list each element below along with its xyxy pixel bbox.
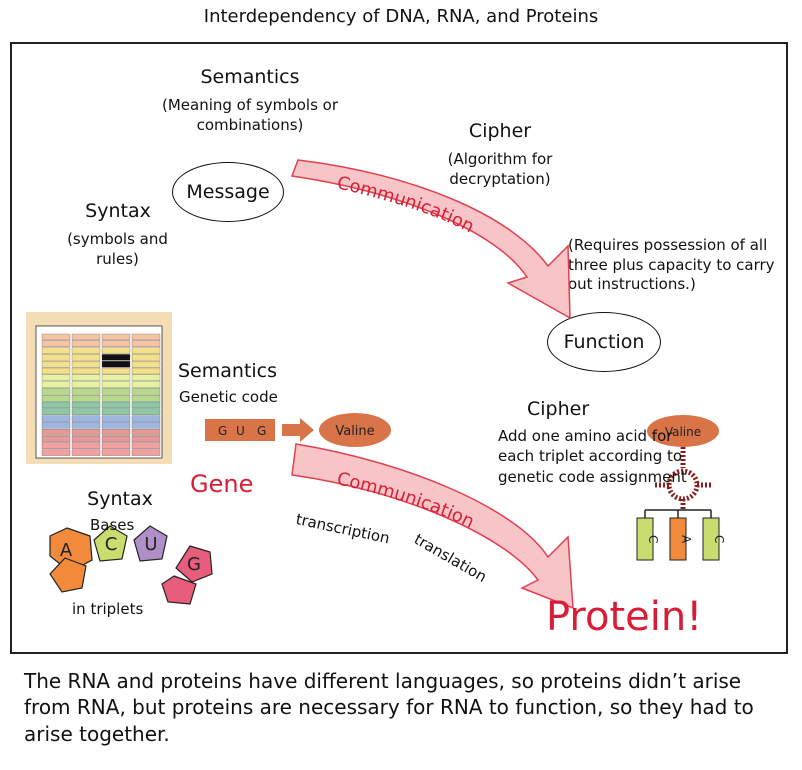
trna-anticodon-2	[669, 517, 687, 561]
valine-label: Valine	[335, 424, 374, 439]
codon-to-valine-arrow	[282, 418, 314, 442]
svg-text:A: A	[679, 535, 693, 544]
semantics-heading-bottom: Semantics	[178, 360, 278, 382]
base-u-label: U	[144, 534, 157, 555]
top-communication-arrow	[290, 159, 571, 320]
trna-valine-node	[647, 415, 719, 447]
svg-text:C: C	[712, 535, 726, 543]
base-g-shape	[175, 545, 213, 583]
codon-base-2: U	[236, 424, 245, 438]
function-label: Function	[563, 331, 645, 353]
protein-label: Protein!	[546, 594, 703, 640]
cipher-description-bottom: Add one amino acid for each triplet acco…	[498, 427, 687, 486]
trna-anticodon-3	[702, 517, 720, 561]
gene-label: Gene	[190, 470, 254, 498]
in-triplets-label: in triplets	[72, 600, 144, 618]
trna-structure: Valine C A C	[636, 415, 726, 561]
function-node: Function	[547, 312, 661, 372]
genetic-code-label: Genetic code	[179, 388, 278, 406]
svg-text:C: C	[646, 535, 660, 543]
trna-valine-label: Valine	[665, 425, 701, 439]
base-g-shadow	[161, 575, 197, 605]
semantics-description: (Meaning of symbols or combinations)	[161, 96, 338, 134]
message-node: Message	[172, 162, 284, 222]
genetic-code-table	[26, 312, 172, 464]
message-label: Message	[186, 181, 270, 203]
base-a-label: A	[60, 540, 73, 561]
diagram-title: Interdependency of DNA, RNA, and Protein…	[203, 6, 599, 27]
codon-base-3: G	[257, 424, 266, 438]
cipher-description: (Algorithm for decryptation)	[447, 150, 553, 188]
syntax-heading-bottom: Syntax	[87, 488, 153, 510]
codon-base-1: G	[218, 424, 227, 438]
base-c-label: C	[105, 534, 118, 555]
semantics-heading: Semantics	[200, 66, 300, 88]
codon-box	[205, 419, 275, 441]
requirement-note: (Requires possession of all three plus c…	[568, 236, 775, 293]
valine-node	[319, 413, 391, 447]
base-g-label: G	[187, 554, 201, 575]
cipher-heading-bottom: Cipher	[527, 398, 590, 420]
caption: The RNA and proteins have different lang…	[24, 669, 754, 746]
syntax-heading: Syntax	[85, 200, 151, 222]
syntax-description: (symbols and rules)	[67, 230, 168, 268]
diagram-frame	[10, 42, 788, 654]
cipher-heading: Cipher	[468, 120, 532, 142]
bases-label: Bases	[90, 516, 135, 534]
bottom-communication-arrow	[291, 443, 574, 610]
bases-group: A C U G	[49, 525, 213, 605]
base-u-shape	[133, 525, 168, 562]
trna-anticodon-1	[636, 517, 654, 561]
base-c-shape	[93, 525, 128, 562]
